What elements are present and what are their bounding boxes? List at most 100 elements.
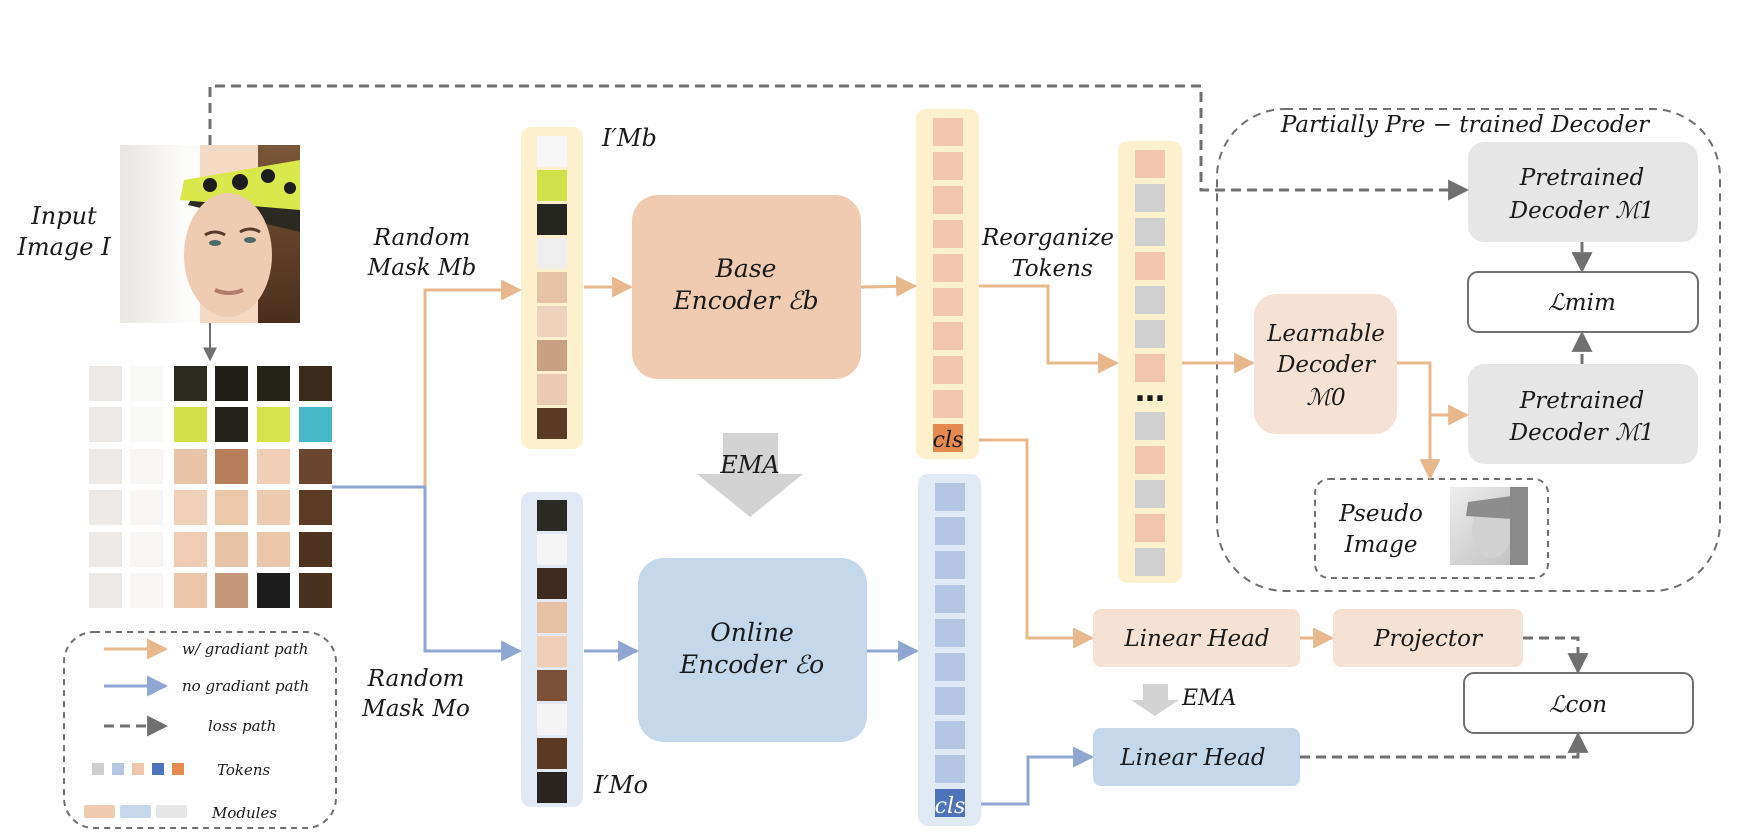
base-token-band bbox=[916, 109, 979, 459]
online-token bbox=[935, 619, 965, 647]
linear-head-top-box bbox=[1093, 609, 1300, 667]
legend-token-gray bbox=[92, 763, 104, 775]
reorganized-tokens bbox=[1135, 150, 1165, 576]
legend-modules-label: Modules bbox=[211, 804, 277, 822]
patch-tile bbox=[215, 407, 248, 442]
patch-tile bbox=[130, 407, 163, 442]
masked-patch-o bbox=[537, 534, 567, 565]
pseudo-image-label-line2: Image bbox=[1344, 532, 1418, 558]
reorganized-token bbox=[1135, 286, 1165, 314]
legend-box bbox=[63, 631, 337, 829]
masked-patch-b bbox=[537, 272, 567, 303]
patch-tile bbox=[215, 490, 248, 525]
patch-tile bbox=[174, 532, 207, 567]
gradient-path-arrows bbox=[335, 275, 1470, 649]
base-token bbox=[933, 288, 963, 316]
legend-grad-label: w/ gradiant path bbox=[182, 640, 308, 658]
patch-tile bbox=[257, 490, 290, 525]
masked-patches-b bbox=[537, 136, 567, 439]
base-encoder-label-line2: Encoder ℰb bbox=[672, 286, 818, 315]
reorganized-token bbox=[1135, 150, 1165, 178]
patch-tile bbox=[130, 449, 163, 484]
online-token bbox=[935, 551, 965, 579]
reorganized-token bbox=[1135, 320, 1165, 348]
masked-patch-o bbox=[537, 636, 567, 667]
legend-module-orange bbox=[84, 805, 115, 818]
patch-tile bbox=[215, 532, 248, 567]
legend-no-grad-label: no gradiant path bbox=[182, 677, 309, 695]
l-mim-label: ℒmim bbox=[1548, 290, 1616, 316]
pretrained-decoder-top bbox=[1468, 142, 1698, 242]
patch-tile bbox=[215, 449, 248, 484]
patch-tile bbox=[174, 573, 207, 608]
i-mb-label: I′Mb bbox=[601, 124, 657, 152]
reorganized-token bbox=[1135, 218, 1165, 246]
pretrained-decoder-bottom-line1: Pretrained bbox=[1519, 388, 1645, 414]
patch-tile bbox=[130, 532, 163, 567]
ema-big-arrow bbox=[697, 433, 803, 517]
input-image-label: Input Image I bbox=[16, 202, 111, 261]
masked-patch-b bbox=[537, 238, 567, 269]
i-mo-label: I′Mo bbox=[593, 771, 648, 799]
base-token bbox=[933, 424, 963, 452]
pretrained-decoder-top-line2: Decoder ℳ1 bbox=[1509, 198, 1655, 224]
patch-tile bbox=[257, 449, 290, 484]
patch-tile bbox=[299, 532, 332, 567]
reorganized-token bbox=[1135, 184, 1165, 212]
masked-patch-o bbox=[537, 738, 567, 769]
masked-patch-o bbox=[537, 772, 567, 803]
patch-tile bbox=[130, 490, 163, 525]
pretrained-decoder-bottom bbox=[1468, 364, 1698, 464]
loss-path-arrows bbox=[208, 84, 1593, 759]
base-token bbox=[933, 322, 963, 350]
online-token bbox=[935, 585, 965, 613]
online-token bbox=[935, 687, 965, 715]
base-token bbox=[933, 220, 963, 248]
online-token bbox=[935, 517, 965, 545]
masked-patch-b bbox=[537, 136, 567, 167]
ellipsis-label: … bbox=[1135, 374, 1165, 409]
learnable-decoder-box bbox=[1254, 294, 1397, 434]
mask-b-path-arrow bbox=[335, 279, 523, 489]
masked-patch-o bbox=[537, 568, 567, 599]
masked-patch-b bbox=[537, 306, 567, 337]
linear-head-to-lcon-arrow bbox=[1300, 731, 1589, 759]
legend-module-blue bbox=[120, 805, 151, 818]
base-encoder-to-tokens-arrow bbox=[860, 275, 918, 297]
patch-tile bbox=[257, 532, 290, 567]
legend-token-peach bbox=[132, 763, 144, 775]
reorganize-arrow bbox=[979, 284, 1120, 374]
patch-tile bbox=[257, 407, 290, 442]
masked-patch-o bbox=[537, 500, 567, 531]
base-token bbox=[933, 152, 963, 180]
linear-head-bottom-label: Linear Head bbox=[1119, 745, 1265, 771]
patch-tile bbox=[174, 449, 207, 484]
mask-o-path-arrow bbox=[332, 485, 523, 662]
reorganized-token bbox=[1135, 480, 1165, 508]
online-token bbox=[935, 755, 965, 783]
reorganize-tokens-label-line2: Tokens bbox=[1011, 256, 1093, 282]
patch-tile bbox=[257, 366, 290, 401]
input-image-label-line1: Input bbox=[30, 202, 97, 230]
online-token-band bbox=[918, 474, 981, 826]
pretrained-decoder-bottom-line2: Decoder ℳ1 bbox=[1509, 420, 1655, 446]
online-token bbox=[935, 653, 965, 681]
legend-loss-label: loss path bbox=[208, 717, 276, 735]
online-token bbox=[935, 789, 965, 817]
learnable-decoder-line1: Learnable bbox=[1266, 321, 1385, 347]
reorganized-token bbox=[1135, 514, 1165, 542]
linear-head-top-label: Linear Head bbox=[1123, 626, 1269, 652]
random-mask-o-label-line2: Mask Mo bbox=[361, 696, 470, 722]
learnable-decoder-line3: ℳ0 bbox=[1306, 385, 1345, 411]
online-encoder-label-line1: Online bbox=[710, 618, 793, 647]
pseudo-image-thumbnail bbox=[1450, 487, 1528, 565]
patch-tile bbox=[89, 532, 122, 567]
online-encoder-label-line2: Encoder ℰo bbox=[679, 650, 824, 679]
patch-tile bbox=[257, 573, 290, 608]
masked-patch-b bbox=[537, 204, 567, 235]
l-con-label: ℒcon bbox=[1549, 692, 1607, 718]
pseudo-image-label-line1: Pseudo bbox=[1338, 501, 1423, 527]
no-gradient-path-arrows bbox=[332, 485, 1095, 806]
reorganized-token bbox=[1135, 548, 1165, 576]
